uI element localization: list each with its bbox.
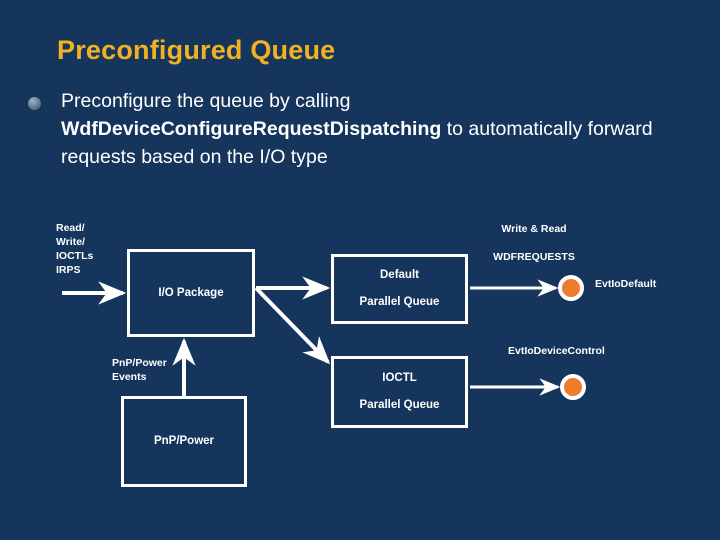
bullet-text: Preconfigure the queue by calling WdfDev… <box>61 88 700 172</box>
api-name-emphasis: WdfDeviceConfigureRequestDispatching <box>61 117 442 140</box>
bullet-item: Preconfigure the queue by calling WdfDev… <box>28 88 700 172</box>
node-ioctl-parallel-queue[interactable]: IOCTL Parallel Queue <box>331 356 468 428</box>
node-default-parallel-queue[interactable]: Default Parallel Queue <box>331 254 468 324</box>
arrow-io-package-to-ioctl-queue <box>254 286 331 365</box>
node-io-package-label: I/O Package <box>158 286 224 299</box>
endpoint-evt-io-device-control-icon[interactable] <box>560 374 586 400</box>
sphere-bullet-icon <box>28 97 41 110</box>
label-input-irps: Read/ Write/ IOCTLs IRPS <box>56 222 94 276</box>
node-default-queue-line2: Parallel Queue <box>359 296 440 308</box>
endpoint-evt-io-default-icon[interactable] <box>558 275 584 301</box>
node-ioctl-queue-line1: IOCTL <box>382 372 417 385</box>
label-pnp-power-events: PnP/Power Events <box>112 357 167 383</box>
bullet-text-before: Preconfigure the queue by calling <box>61 90 351 112</box>
node-ioctl-queue-line2: Parallel Queue <box>359 399 440 411</box>
label-wdfrequests: Write & Read WDFREQUESTS <box>493 223 575 263</box>
node-default-queue-line1: Default <box>380 269 419 282</box>
label-evt-io-default: EvtIoDefault <box>595 278 657 290</box>
bullet-text-after: to automatically forward requests based … <box>61 117 653 168</box>
node-io-package[interactable]: I/O Package <box>127 249 255 337</box>
label-evt-io-device-control: EvtIoDeviceControl <box>508 345 605 357</box>
page-title: Preconfigured Queue <box>57 35 336 65</box>
node-pnp-power[interactable]: PnP/Power <box>121 396 247 487</box>
node-pnp-power-label: PnP/Power <box>153 435 215 448</box>
